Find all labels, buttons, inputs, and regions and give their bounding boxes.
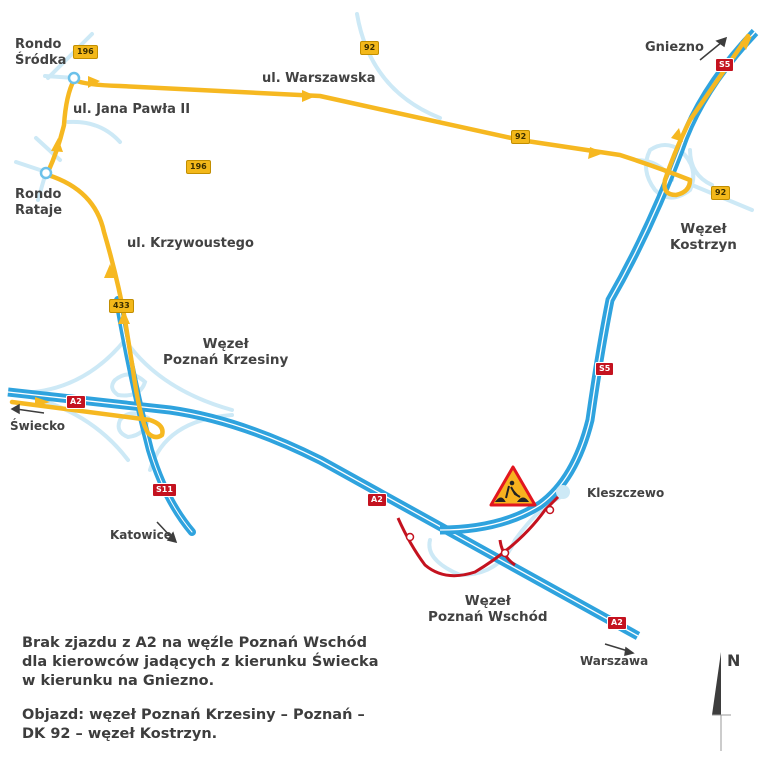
label-ul-warszawska: ul. Warszawska — [262, 71, 376, 86]
label-ul-krzywoustego: ul. Krzywoustego — [127, 236, 254, 251]
north-label: N — [727, 651, 741, 670]
kleszczewo-roundabout — [556, 485, 570, 499]
label-rondo-rataje: Rondo Rataje — [15, 187, 62, 218]
roadworks-icon — [489, 465, 537, 507]
label-line: Śródka — [15, 52, 67, 68]
label-warszawa: Warszawa — [580, 654, 649, 668]
label-line: Kostrzyn — [670, 237, 737, 254]
label-kleszczewo: Kleszczewo — [587, 486, 665, 500]
closed-markers — [405, 505, 555, 558]
label-line: Węzeł — [202, 336, 249, 352]
road-shield-196: 196 — [186, 160, 211, 174]
s11-motorway — [114, 296, 196, 536]
label-wezel-krzesiny: Węzeł Poznań Krzesiny — [163, 336, 288, 368]
label-gniezno: Gniezno — [645, 40, 704, 55]
label-line: Rataje — [15, 202, 63, 218]
notice-line: dla kierowców jadących z kierunku Świeck… — [22, 654, 379, 670]
road-shield-a2: A2 — [66, 395, 86, 409]
rondo-rataje-circle — [39, 166, 53, 180]
s5-motorway — [439, 28, 759, 535]
road-shield-433: 433 — [109, 299, 134, 313]
road-shield-a2: A2 — [367, 493, 387, 507]
label-wezel-kostrzyn: Węzeł Kostrzyn — [670, 221, 737, 253]
label-ul-jana-pawla: ul. Jana Pawła II — [73, 102, 191, 117]
notice-line: DK 92 – węzeł Kostrzyn. — [22, 726, 218, 742]
notice-line: Objazd: węzeł Poznań Krzesiny – Poznań – — [22, 707, 365, 723]
direction-arrows — [10, 36, 728, 656]
notice-line: w kierunku na Gniezno. — [22, 673, 215, 689]
detour-route — [9, 33, 751, 440]
label-swiecko: Świecko — [10, 419, 65, 433]
road-shield-92: 92 — [360, 41, 380, 55]
label-line: Węzeł — [464, 593, 511, 609]
road-shield-92: 92 — [511, 130, 531, 144]
label-line: Poznań Krzesiny — [163, 352, 289, 369]
road-shield-s5: S5 — [595, 362, 615, 376]
road-shield-92: 92 — [711, 186, 731, 200]
rondo-srodka-circle — [67, 71, 81, 85]
notice-closure: Brak zjazdu z A2 na węźle Poznań Wschód … — [22, 634, 378, 691]
label-line: Rondo — [15, 187, 62, 202]
notice-line: Brak zjazdu z A2 na węźle Poznań Wschód — [22, 635, 367, 651]
label-wezel-wschod: Węzeł Poznań Wschód — [428, 593, 548, 625]
label-line: Węzeł — [680, 221, 727, 237]
road-shield-s11: S11 — [152, 483, 177, 497]
label-line: Rondo — [15, 37, 62, 52]
notice-detour: Objazd: węzeł Poznań Krzesiny – Poznań –… — [22, 706, 365, 744]
detour-arrows — [35, 36, 752, 407]
road-shield-s5: S5 — [715, 58, 735, 72]
road-shield-196: 196 — [73, 45, 98, 59]
label-rondo-srodka: Rondo Śródka — [15, 37, 66, 68]
label-katowice: Katowice — [110, 528, 172, 542]
road-shield-a2: A2 — [607, 616, 627, 630]
a2-motorway — [7, 387, 641, 640]
label-line: Poznań Wschód — [428, 609, 548, 626]
north-arrow-icon — [712, 652, 731, 751]
